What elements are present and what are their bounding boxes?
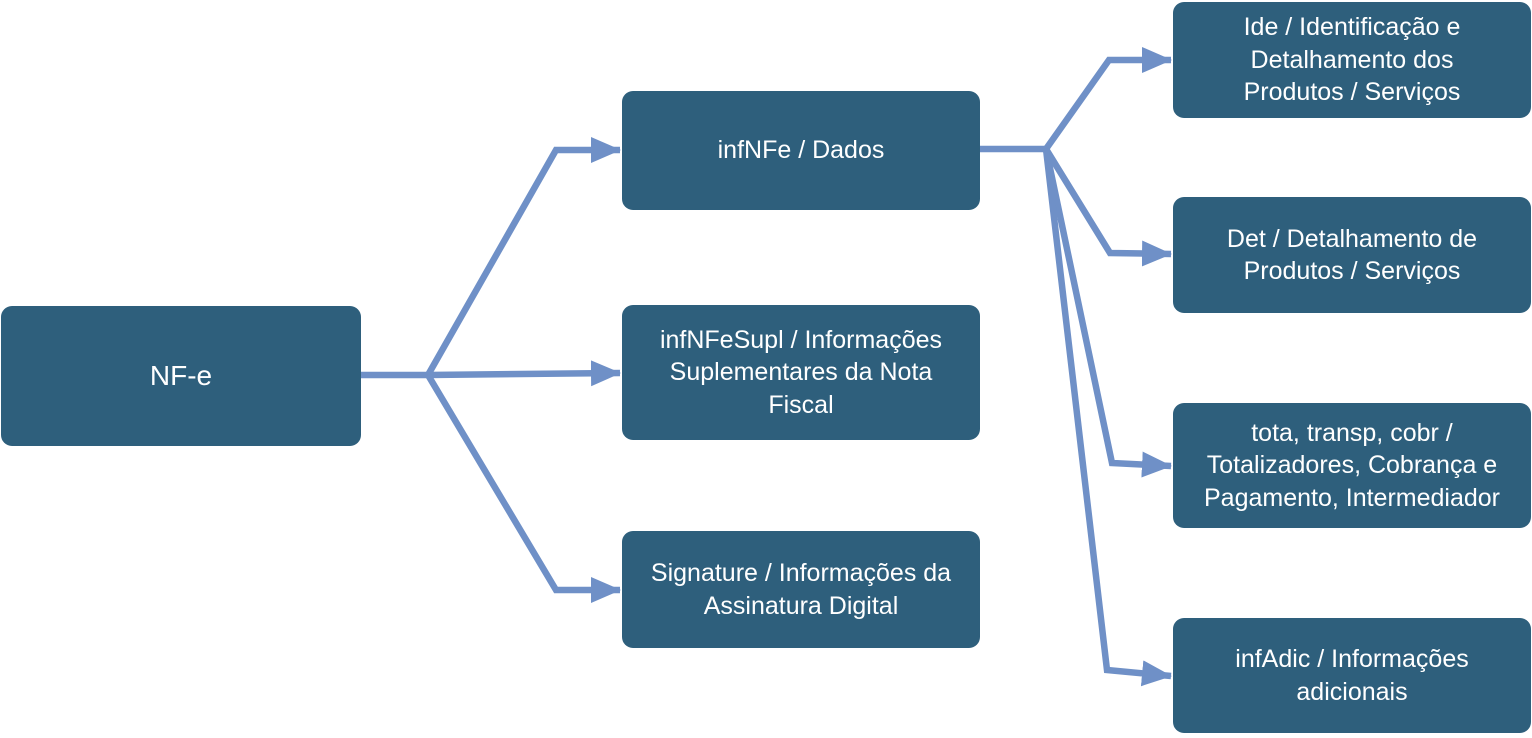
node-infadic-label: infAdic / Informações adicionais — [1235, 645, 1469, 706]
connector-infnfe-infadic — [1042, 148, 1172, 687]
node-ide: Ide / Identificação e Detalhamento dos P… — [1173, 2, 1531, 118]
connector-infnfe-tota — [1042, 148, 1172, 478]
node-infadic: infAdic / Informações adicionais — [1173, 618, 1531, 733]
node-infnfe-dados-label: infNFe / Dados — [717, 136, 885, 165]
node-det: Det / Detalhamento de Produtos / Serviço… — [1173, 197, 1531, 313]
node-infnfesupl: infNFeSupl / Informações Suplementares d… — [622, 305, 980, 440]
connector-nfe-signature — [425, 373, 621, 603]
node-infnfesupl-label: infNFeSupl / Informações Suplementares d… — [659, 325, 943, 419]
node-det-label: Det / Detalhamento de Produtos / Serviço… — [1226, 224, 1478, 286]
connector-nfe-infnfesupl — [427, 360, 621, 387]
connector-infnfe-det — [1043, 147, 1172, 267]
node-nfe-label: NF-e — [149, 359, 213, 391]
node-infnfe-dados: infNFe / Dados — [622, 91, 980, 210]
connector-infnfe-ide — [1043, 47, 1172, 151]
node-signature: Signature / Informações da Assinatura Di… — [622, 531, 980, 648]
node-nfe: NF-e — [1, 306, 361, 446]
node-signature-label: Signature / Informações da Assinatura Di… — [650, 559, 952, 620]
connector-nfe-infnfe — [425, 137, 621, 377]
node-tota-transp-cobr-label: tota, transp, cobr / Totalizadores, Cobr… — [1203, 418, 1500, 512]
node-tota-transp-cobr: tota, transp, cobr / Totalizadores, Cobr… — [1173, 403, 1531, 528]
node-ide-label: Ide / Identificação e Detalhamento dos P… — [1243, 13, 1461, 107]
